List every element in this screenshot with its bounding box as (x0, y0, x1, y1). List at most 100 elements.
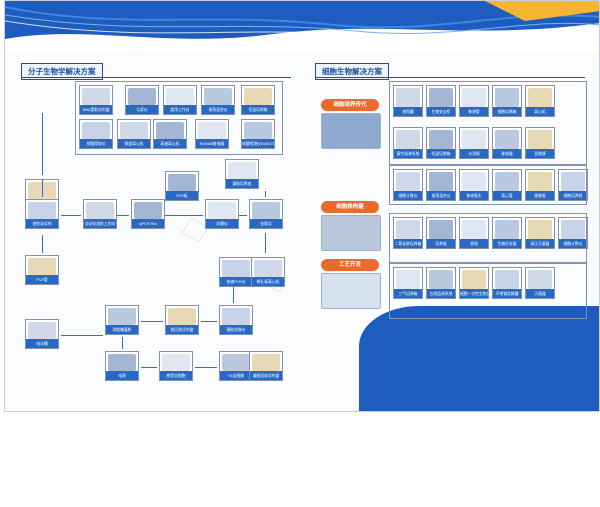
instrument-image (28, 258, 56, 275)
instrument-image (528, 130, 552, 149)
instrument-card: 细胞计数仪 (393, 169, 423, 201)
instrument-label: 胶回收试剂盒 (166, 325, 198, 334)
instrument-image (252, 354, 280, 371)
instrument-image (252, 202, 280, 219)
instrument-label: 快速PCR仪 (220, 277, 252, 286)
instrument-card: 琼脂糖凝胶 (105, 305, 139, 335)
instrument-image (429, 88, 453, 107)
instrument-card: PCR板 (165, 171, 199, 201)
instrument-label: T4连接酶 (220, 371, 252, 380)
instrument-image (462, 270, 486, 289)
instrument-image (429, 270, 453, 289)
instrument-label: 水浴锅 (460, 149, 488, 158)
instrument-image (429, 220, 453, 239)
instrument-image (561, 172, 585, 191)
instrument-label: 细胞计数仪 (394, 191, 422, 200)
instrument-card: 水浴锅 (459, 127, 489, 159)
instrument-card: 显微镜 (525, 127, 555, 159)
instrument-card: 细胞瓶 (525, 169, 555, 201)
instrument-card: 生物反应器 (492, 217, 522, 249)
instrument-label: 电源 (106, 371, 138, 380)
instrument-label: 离心管 (493, 191, 521, 200)
instrument-card: 培养瓶 (426, 217, 456, 249)
stage-photo (321, 273, 381, 309)
instrument-image (396, 172, 420, 191)
instrument-image (108, 308, 136, 325)
instrument-label: RAININ移液器 (196, 139, 228, 148)
product-group-frame (389, 165, 587, 205)
instrument-label: 自动化加样工作站 (84, 219, 116, 228)
instrument-image (244, 88, 272, 105)
instrument-label: 移液器 (493, 149, 521, 158)
instrument-image (128, 88, 156, 105)
instrument-image (82, 88, 110, 105)
instrument-card: 凝胶成像仪 (219, 305, 253, 335)
instrument-label: 微量离心机 (118, 139, 150, 148)
instrument-label: 逆转录试剂 (26, 219, 58, 228)
instrument-image (156, 122, 184, 139)
instrument-image (222, 260, 250, 277)
flow-arrow (239, 215, 247, 216)
instrument-card: 细胞计数仪 (558, 217, 588, 249)
instrument-image (396, 270, 420, 289)
flow-arrow (61, 335, 103, 336)
instrument-card: 微量离心机 (117, 119, 151, 149)
flow-arrow (265, 233, 266, 253)
section-title-cell: 细胞生物解决方案 (315, 63, 389, 80)
flow-arrow (42, 113, 43, 175)
instrument-image (528, 88, 552, 107)
instrument-card: 恒温培养箱 (426, 127, 456, 159)
product-group-frame (389, 213, 587, 263)
instrument-label: 核酸检测仪NANO500 (242, 139, 274, 148)
instrument-label: 培养瓶 (427, 239, 455, 248)
flow-arrow (141, 321, 163, 322)
instrument-card: 匀浆仪 (125, 85, 159, 115)
instrument-label: 高压灭菌器 (526, 239, 554, 248)
instrument-label: 生物安全柜 (427, 107, 455, 116)
instrument-label: 恒温培养箱 (427, 149, 455, 158)
instrument-card: 移液管 (459, 85, 489, 117)
product-group-frame (75, 81, 283, 155)
instrument-image (495, 270, 519, 289)
instrument-image (28, 322, 56, 339)
instrument-label: 灭菌器 (526, 289, 554, 298)
instrument-card: 细胞培养袋 (558, 169, 588, 201)
instrument-image (396, 88, 420, 107)
instrument-image (429, 172, 453, 191)
instrument-label: 离心机 (526, 107, 554, 116)
instrument-image (462, 172, 486, 191)
instrument-image (222, 354, 250, 371)
flow-arrow (233, 287, 234, 303)
flow-arrow (117, 215, 129, 216)
instrument-label: 核酸提取仪 (80, 139, 112, 148)
instrument-card: 液氮罐 (393, 85, 423, 117)
instrument-card: 逆转录试剂 (25, 199, 59, 229)
stage-pill: 细胞株构建 (321, 201, 379, 213)
flow-arrow (42, 235, 43, 253)
product-group-frame (389, 263, 587, 319)
instrument-image (222, 308, 250, 325)
instrument-label: 在线监测系统 (427, 289, 455, 298)
instrument-card: 灭菌器 (525, 267, 555, 299)
flow-arrow (165, 215, 203, 216)
instrument-image (228, 162, 256, 179)
instrument-label: 高速离心机 (154, 139, 186, 148)
instrument-card: 振荡混合仪 (426, 169, 456, 201)
instrument-card: 核酸提取仪 (79, 119, 113, 149)
instrument-image (108, 354, 136, 371)
instrument-card: 离心机 (525, 85, 555, 117)
instrument-image (120, 122, 148, 139)
instrument-image (528, 172, 552, 191)
instrument-card: 微孔板离心机 (251, 257, 285, 287)
instrument-card: 真空吸液系统 (393, 127, 423, 159)
instrument-label: 电泳槽 (26, 339, 58, 348)
instrument-image (396, 130, 420, 149)
instrument-card: RNA提取试剂盒 (79, 85, 113, 115)
stage-photo (321, 113, 381, 149)
instrument-image (168, 308, 196, 325)
instrument-label: 恒温培养箱 (242, 105, 274, 114)
flow-arrow (195, 367, 217, 368)
instrument-image (166, 88, 194, 105)
flow-arrow (201, 321, 217, 322)
instrument-label: 振荡混合仪 (202, 105, 234, 114)
